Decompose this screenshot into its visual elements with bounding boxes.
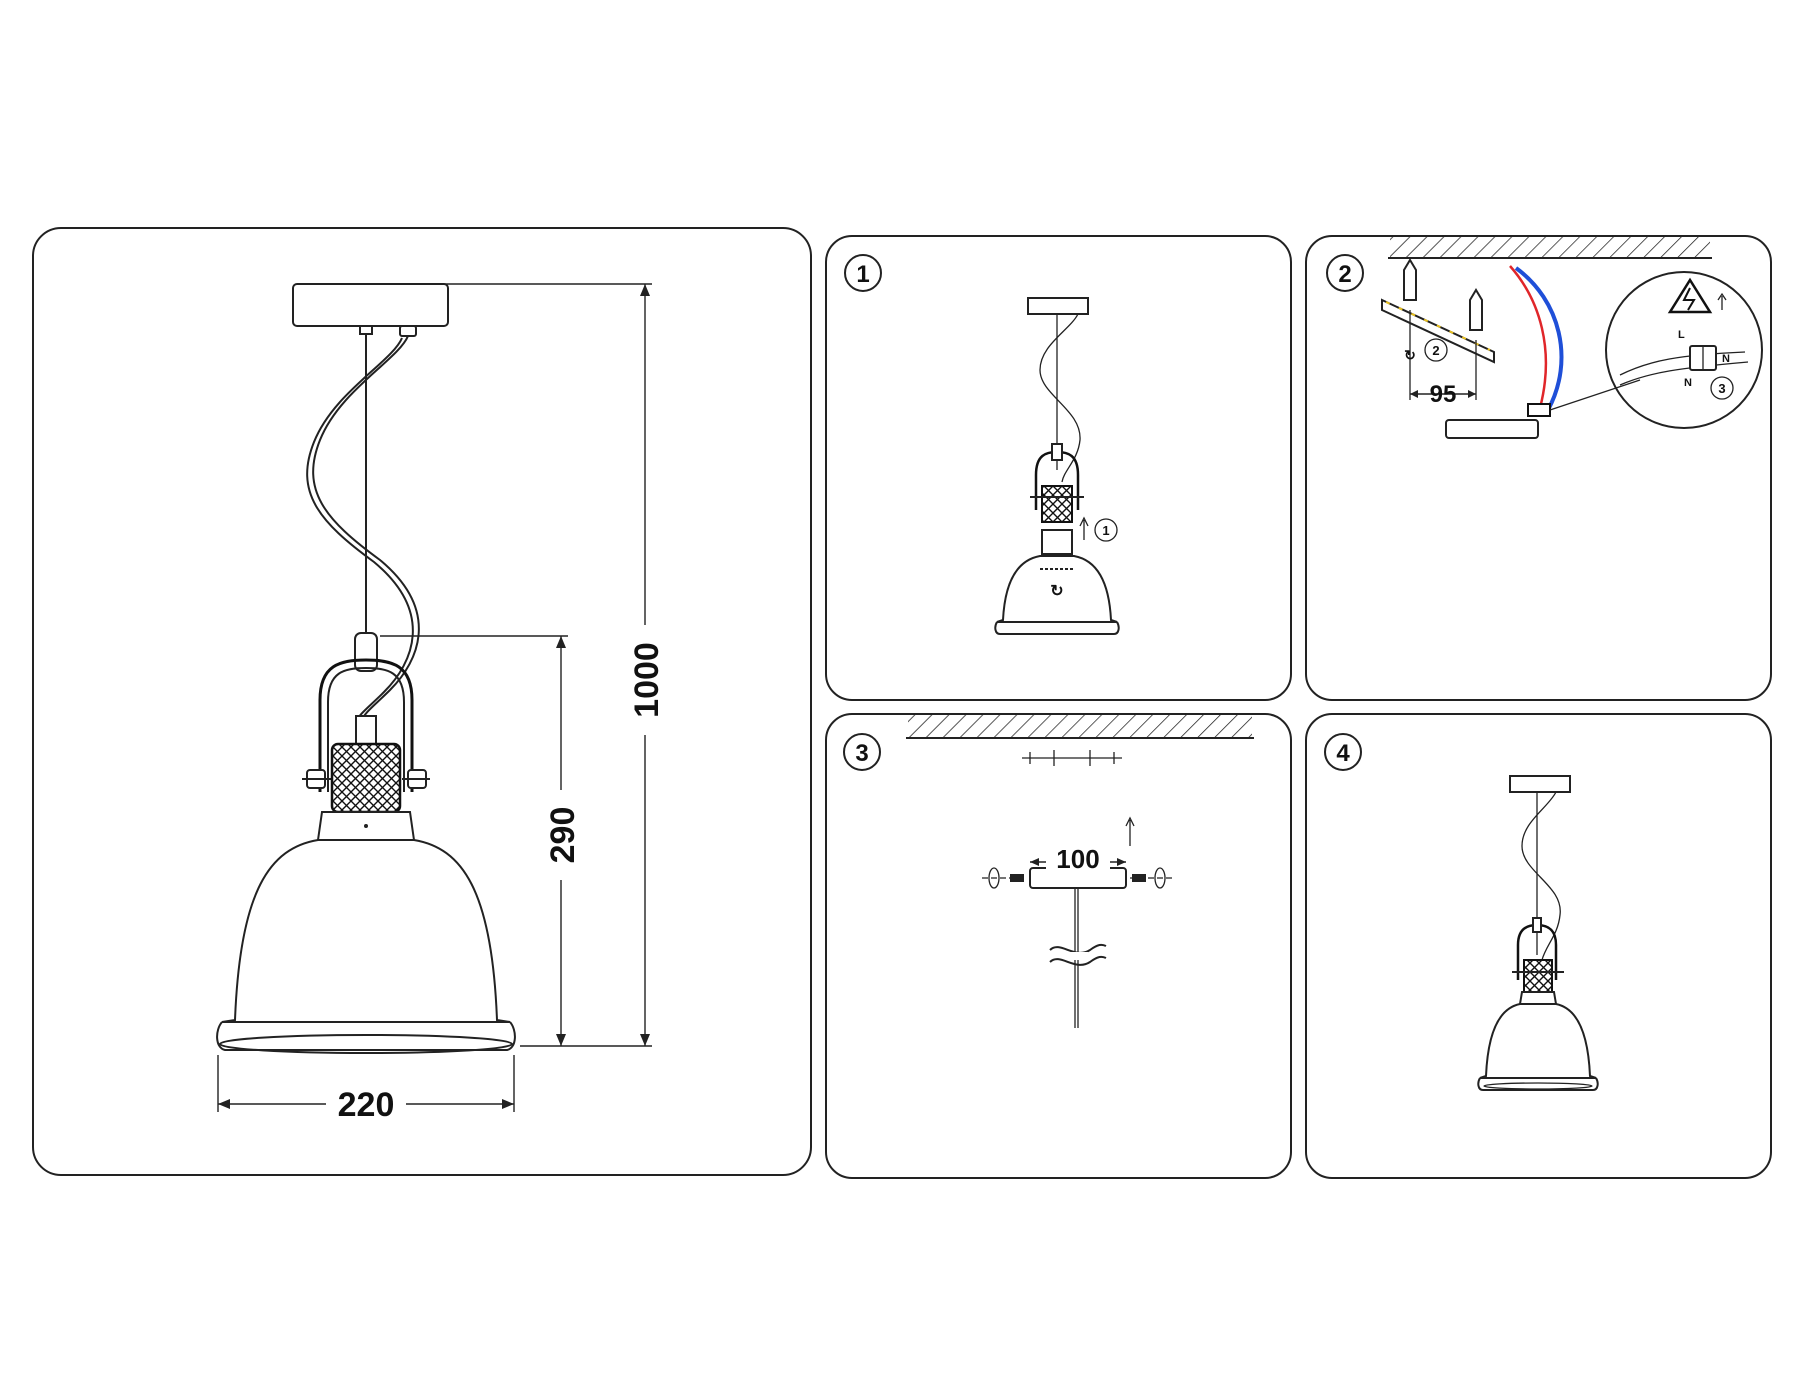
warning-electric-icon	[1667, 277, 1713, 314]
terminal-label-l: L	[1678, 329, 1685, 341]
step-1-callout: 1	[1102, 523, 1109, 538]
dim-total-height-label: 1000	[628, 642, 666, 718]
step-1-badge	[844, 254, 882, 292]
step-2-badge	[1326, 254, 1364, 292]
ceiling-canopy	[292, 283, 449, 327]
step-3-badge	[843, 733, 881, 771]
socket-mesh-cover	[330, 742, 402, 814]
step-2-callout-a: 2	[1432, 343, 1439, 358]
terminal-label-n2: N	[1684, 377, 1692, 389]
wire-grip	[354, 632, 378, 672]
yoke-bracket	[318, 658, 414, 792]
terminal-label-n: N	[1722, 353, 1730, 365]
step-2-canopy	[1445, 419, 1539, 439]
step-4-badge	[1324, 733, 1362, 771]
dim-shade-diameter-label: 220	[338, 1086, 395, 1124]
step-3-panel: 3 100	[825, 713, 1292, 1179]
dim-shade-height-label: 290	[544, 807, 582, 864]
step-1-panel: 1 ↻ 1	[825, 235, 1292, 701]
neutral-wire	[1514, 266, 1564, 411]
step-2-dim-spacing: 95	[1430, 381, 1457, 408]
main-dimension-panel: 1000 290 220	[32, 227, 812, 1176]
step-3-number: 3	[855, 740, 868, 767]
step-4-panel: 4	[1305, 713, 1772, 1179]
rotate-icon: ↻	[1050, 583, 1063, 600]
step-2-number: 2	[1338, 261, 1351, 288]
step-1-number: 1	[856, 261, 869, 288]
live-wire	[1509, 265, 1548, 409]
step-4-number: 4	[1336, 740, 1350, 767]
step-2-detail-circle	[1605, 271, 1763, 429]
up-arrow-icon	[1125, 816, 1135, 846]
step-2-panel: 2 95 2 ↻ L N N 3	[1305, 235, 1772, 701]
step-2-callout-b: 3	[1718, 381, 1725, 396]
power-cable	[312, 335, 420, 721]
step-3-dim-canopy: 100	[1056, 844, 1099, 874]
svg-text:↻: ↻	[1404, 347, 1416, 363]
step-4-canopy	[1509, 775, 1571, 793]
